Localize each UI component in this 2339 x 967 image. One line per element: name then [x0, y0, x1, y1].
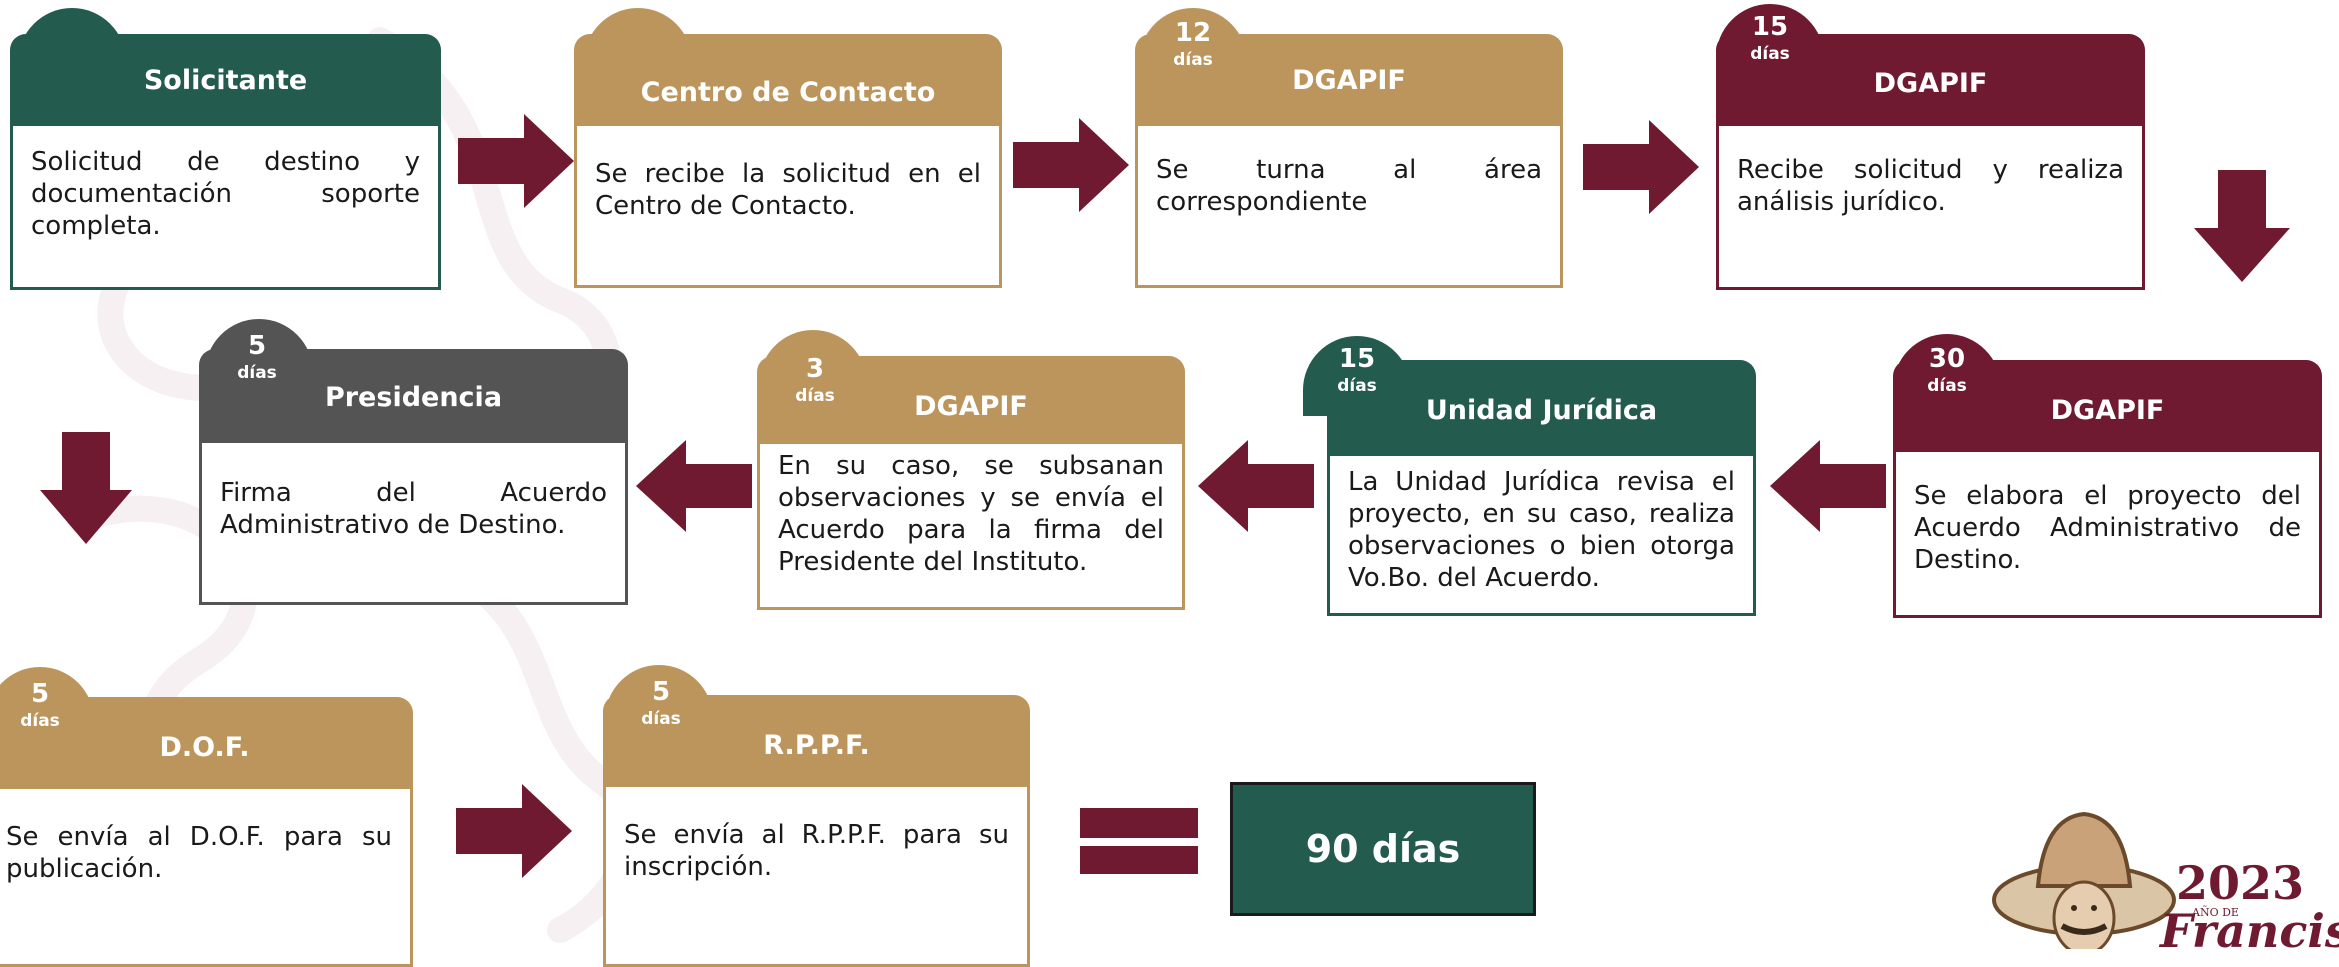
step-description: Se turna al área correspondiente: [1135, 126, 1563, 288]
step-header: [603, 695, 1030, 787]
step-rppf: 5 días R.P.P.F. Se envía al R.P.P.F. par…: [603, 665, 1030, 967]
step-title: DGAPIF: [1873, 67, 1988, 99]
logo-small-text: AÑO DE: [2192, 906, 2239, 919]
days-number: 12: [1174, 18, 1212, 48]
step-centro-de-contacto: Centro de Contacto Se recibe la solicitu…: [574, 8, 1002, 288]
arrow-left-icon: [1198, 440, 1314, 532]
days-badge: 5 días: [0, 681, 80, 731]
days-number: 30: [1928, 344, 1966, 374]
step-description: Se elabora el proyecto del Acuerdo Admin…: [1893, 452, 2322, 618]
step-dgapif-turna: 12 días DGAPIF Se turna al área correspo…: [1135, 8, 1563, 288]
step-description: Se envía al D.O.F. para su publicación.: [0, 789, 413, 967]
step-header: [199, 349, 628, 443]
step-header: [1135, 34, 1563, 126]
step-solicitante: Solicitante Solicitud de destino y docum…: [10, 8, 441, 290]
step-title: DGAPIF: [914, 390, 1028, 422]
arrow-right-icon: [456, 784, 572, 878]
days-label: días: [1927, 376, 1967, 396]
days-label: días: [20, 711, 60, 731]
days-label: días: [1173, 50, 1213, 70]
days-badge: 15 días: [1730, 14, 1810, 64]
step-header: [1327, 360, 1756, 456]
step-title: D.O.F.: [159, 731, 250, 763]
arrow-right-icon: [1583, 120, 1699, 214]
days-label: días: [641, 709, 681, 729]
step-description: La Unidad Jurídica revisa el proyecto, e…: [1327, 456, 1756, 616]
step-title: R.P.P.F.: [763, 729, 870, 761]
logo-name: Francisco: [2160, 904, 2339, 949]
step-dgapif-subsanan: 3 días DGAPIF En su caso, se subsanan ob…: [757, 330, 1185, 610]
arrow-left-icon: [636, 440, 752, 532]
step-description: Se recibe la solicitud en el Centro de C…: [574, 126, 1002, 288]
step-title: Centro de Contacto: [640, 76, 936, 108]
equals-bar-bottom: [1080, 846, 1198, 874]
step-title: Presidencia: [324, 381, 503, 413]
days-number: 5: [651, 677, 671, 707]
arrow-right-icon: [458, 114, 574, 208]
step-description: En su caso, se subsanan observaciones y …: [757, 444, 1185, 610]
days-number: 5: [247, 331, 267, 361]
days-badge: 15 días: [1317, 346, 1397, 396]
days-number: 3: [805, 354, 825, 384]
total-days: 90 días: [1230, 782, 1536, 916]
days-label: días: [237, 363, 277, 383]
days-badge: 5 días: [621, 679, 701, 729]
days-label: días: [795, 386, 835, 406]
step-description: Firma del Acuerdo Administrativo de Dest…: [199, 443, 628, 605]
step-header: [0, 697, 413, 789]
arrow-down-icon: [40, 432, 132, 544]
step-presidencia: 5 días Presidencia Firma del Acuerdo Adm…: [199, 319, 628, 605]
equals-bar-top: [1080, 808, 1198, 838]
portrait-icon: [1992, 811, 2176, 949]
days-label: días: [1750, 44, 1790, 64]
step-unidad-juridica: 15 días Unidad Jurídica La Unidad Jurídi…: [1303, 336, 1756, 616]
francisco-villa-2023-logo: 2023 AÑO DE Francisco: [1992, 808, 2339, 949]
step-header: [757, 356, 1185, 444]
step-description: Se envía al R.P.P.F. para su inscripción…: [603, 787, 1030, 967]
step-header: [10, 34, 441, 126]
step-title: Unidad Jurídica: [1425, 394, 1658, 426]
arrow-down-icon: [2194, 170, 2290, 282]
step-title: Solicitante: [143, 64, 308, 96]
logo-year: 2023: [2176, 856, 2305, 910]
step-description: Recibe solicitud y realiza análisis jurí…: [1716, 126, 2145, 290]
step-dof: 5 días D.O.F. Se envía al D.O.F. para su…: [0, 667, 413, 967]
arrow-left-icon: [1770, 440, 1886, 532]
days-badge: 30 días: [1907, 346, 1987, 396]
arrow-right-icon: [1013, 118, 1129, 212]
step-header: [1716, 34, 2145, 126]
days-label: días: [1337, 376, 1377, 396]
step-title: DGAPIF: [2050, 394, 2165, 426]
days-number: 5: [30, 679, 50, 709]
step-title: DGAPIF: [1292, 64, 1406, 96]
step-dgapif-proyecto: 30 días DGAPIF Se elabora el proyecto de…: [1893, 334, 2322, 618]
days-badge: 3 días: [775, 356, 855, 406]
step-header: [1893, 360, 2322, 452]
days-badge: 5 días: [217, 333, 297, 383]
step-description: Solicitud de destino y documentación sop…: [10, 126, 441, 290]
step-dgapif-analisis: 15 días DGAPIF Recibe solicitud y realiz…: [1716, 4, 2145, 290]
step-header: [574, 34, 1002, 126]
days-badge: 12 días: [1153, 20, 1233, 70]
days-number: 15: [1338, 344, 1376, 374]
days-number: 15: [1751, 12, 1789, 42]
